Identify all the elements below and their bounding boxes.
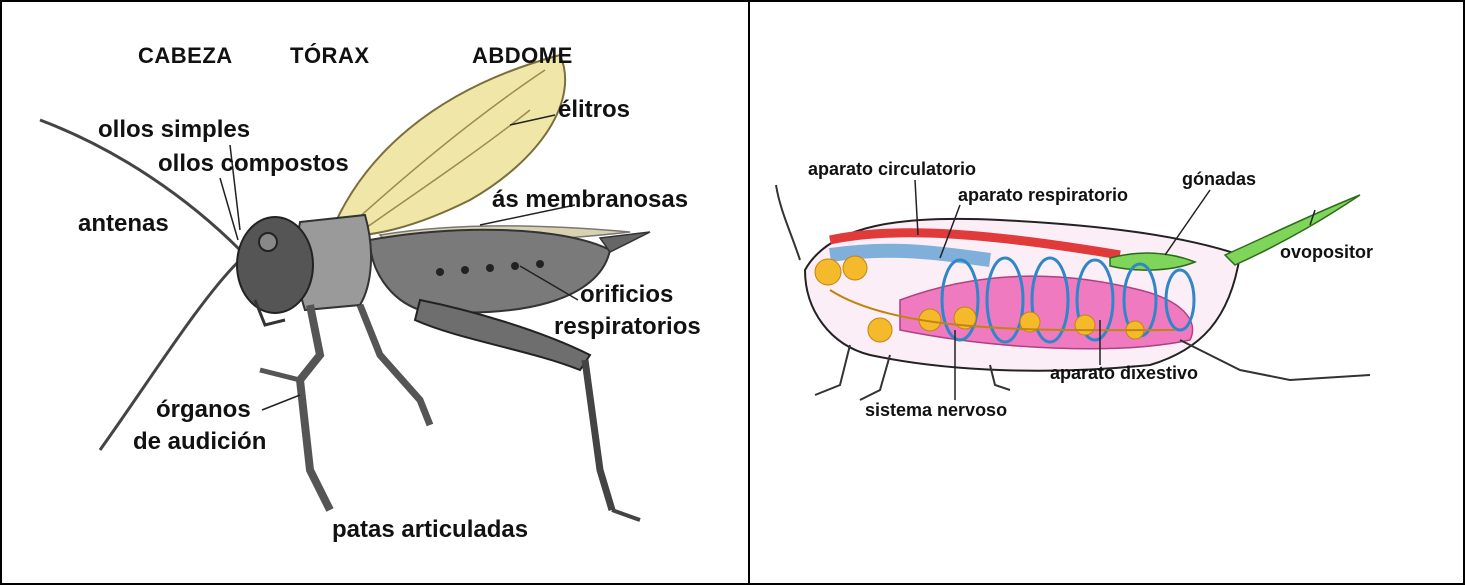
- label-jointed-legs: patas articuladas: [332, 516, 529, 543]
- label-nervous-system: sistema nervoso: [865, 400, 1008, 420]
- label-elytra: élitros: [558, 96, 631, 123]
- section-label-head: CABEZA: [138, 43, 233, 68]
- antenna-lower: [98, 260, 240, 451]
- label-gonads: gónadas: [1182, 169, 1257, 189]
- section-label-abdomen: ABDOME: [472, 43, 573, 68]
- panel-divider: [748, 0, 750, 585]
- label-digestive-system: aparato dixestivo: [1050, 363, 1199, 383]
- label-membranous-wings: ás membranosas: [492, 186, 689, 213]
- label-ovipositor: ovopositor: [1280, 242, 1373, 262]
- compound-eye: [258, 232, 278, 252]
- label-respiratory-system: aparato respiratorio: [958, 185, 1129, 205]
- antenna-upper: [39, 118, 242, 252]
- label-spiracles-1: orificios: [580, 281, 674, 308]
- label-compound-eyes: ollos compostos: [158, 150, 349, 177]
- cricket-external-illustration: [39, 53, 651, 522]
- hind-femur: [413, 298, 592, 372]
- label-hearing-organs-2: de audición: [133, 428, 267, 455]
- label-antennae: antenas: [78, 210, 169, 237]
- label-circulatory-system: aparato circulatorio: [808, 159, 977, 179]
- label-spiracles-2: respiratorios: [554, 313, 701, 340]
- section-label-thorax: TÓRAX: [290, 43, 370, 68]
- front-leg: [295, 304, 334, 512]
- label-hearing-organs-1: órganos: [156, 396, 251, 423]
- head: [236, 216, 314, 314]
- label-simple-eyes: ollos simples: [98, 116, 251, 143]
